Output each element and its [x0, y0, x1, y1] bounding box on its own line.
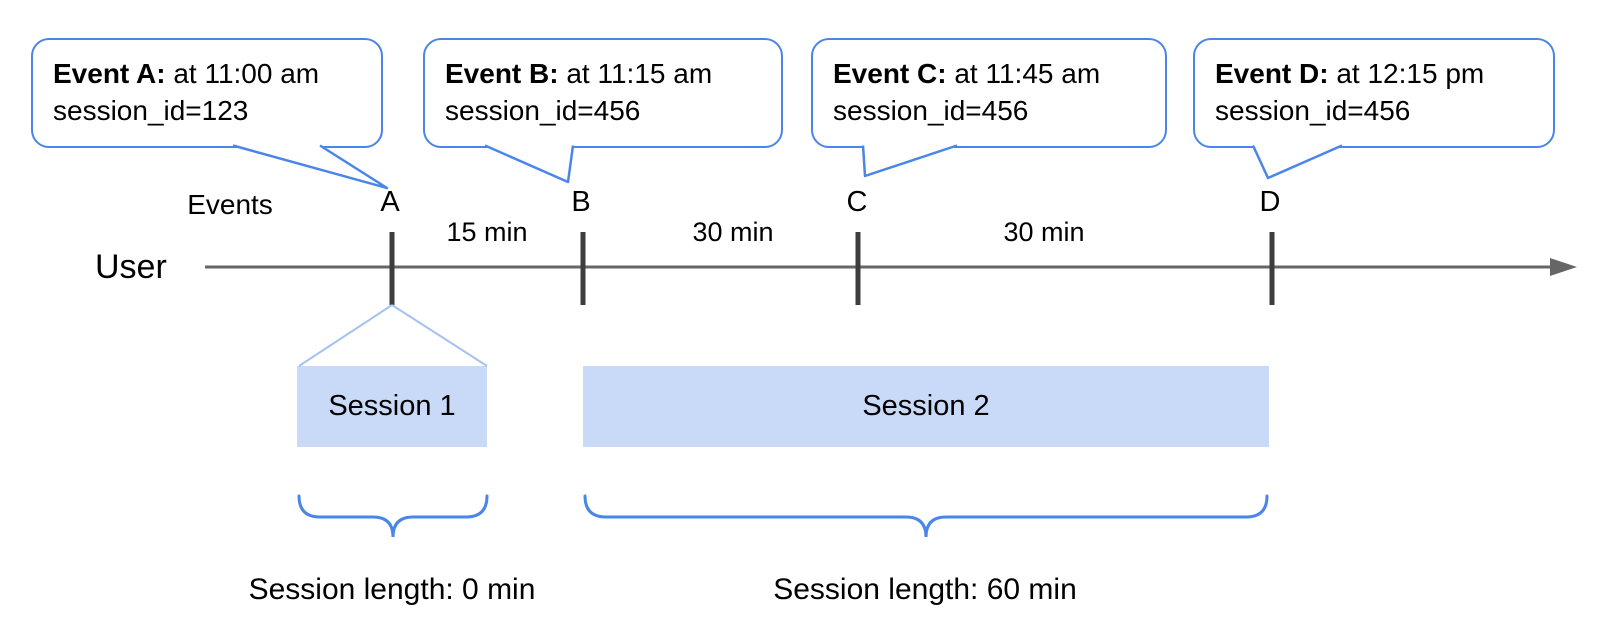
event-c-marker-label: C — [846, 186, 868, 218]
event-d-callout: Event D: at 12:15 pm session_id=456 — [1193, 38, 1555, 148]
session-1-brace — [297, 494, 489, 538]
event-c-callout-title-bold: Event C: — [833, 58, 947, 89]
event-b-marker-label: B — [571, 186, 591, 218]
axis-arrowhead-icon — [1550, 258, 1577, 276]
session-1-funnel-left — [298, 304, 393, 367]
event-a-callout-session-id: session_id=123 — [53, 95, 249, 126]
event-a-marker-label: A — [380, 186, 400, 218]
event-d-callout-tail — [1251, 144, 1343, 180]
event-d-callout-title-bold: Event D: — [1215, 58, 1329, 89]
event-a-callout-title: Event A: at 11:00 am — [53, 55, 361, 92]
event-a-callout-time: at 11:00 am — [165, 58, 320, 89]
event-c-callout: Event C: at 11:45 am session_id=456 — [811, 38, 1167, 148]
event-b-callout-session-id: session_id=456 — [445, 95, 641, 126]
interval-a-b-label: 15 min — [446, 217, 528, 247]
event-c-callout-time: at 11:45 am — [946, 58, 1101, 89]
session-2-block: Session 2 — [583, 366, 1269, 447]
event-b-callout-tail — [484, 144, 575, 184]
event-c-callout-session-id: session_id=456 — [833, 95, 1029, 126]
event-b-callout: Event B: at 11:15 am session_id=456 — [423, 38, 783, 148]
event-b-callout-time: at 11:15 am — [558, 58, 713, 89]
session-1-length-label: Session length: 0 min — [248, 573, 536, 606]
event-a-callout-tail — [232, 144, 389, 190]
session-2-length-label: Session length: 60 min — [773, 573, 1077, 606]
events-row-label: Events — [187, 189, 273, 220]
user-row-label: User — [95, 248, 167, 286]
event-d-callout-title: Event D: at 12:15 pm — [1215, 55, 1533, 92]
session-1-block: Session 1 — [297, 366, 487, 447]
event-c-callout-title: Event C: at 11:45 am — [833, 55, 1145, 92]
event-d-callout-time: at 12:15 pm — [1328, 58, 1485, 89]
event-a-callout: Event A: at 11:00 am session_id=123 — [31, 38, 383, 148]
event-d-marker-label: D — [1259, 186, 1281, 218]
event-b-callout-title-bold: Event B: — [445, 58, 559, 89]
event-d-callout-session-id: session_id=456 — [1215, 95, 1411, 126]
interval-c-d-label: 30 min — [1003, 217, 1085, 247]
session-2-label: Session 2 — [862, 390, 990, 422]
session-1-funnel-right — [391, 304, 488, 367]
event-b-callout-title: Event B: at 11:15 am — [445, 55, 761, 92]
event-a-callout-title-bold: Event A: — [53, 58, 166, 89]
interval-b-c-label: 30 min — [692, 217, 774, 247]
event-c-callout-tail — [861, 144, 958, 178]
session-1-label: Session 1 — [328, 390, 456, 422]
session-2-brace — [583, 494, 1269, 538]
